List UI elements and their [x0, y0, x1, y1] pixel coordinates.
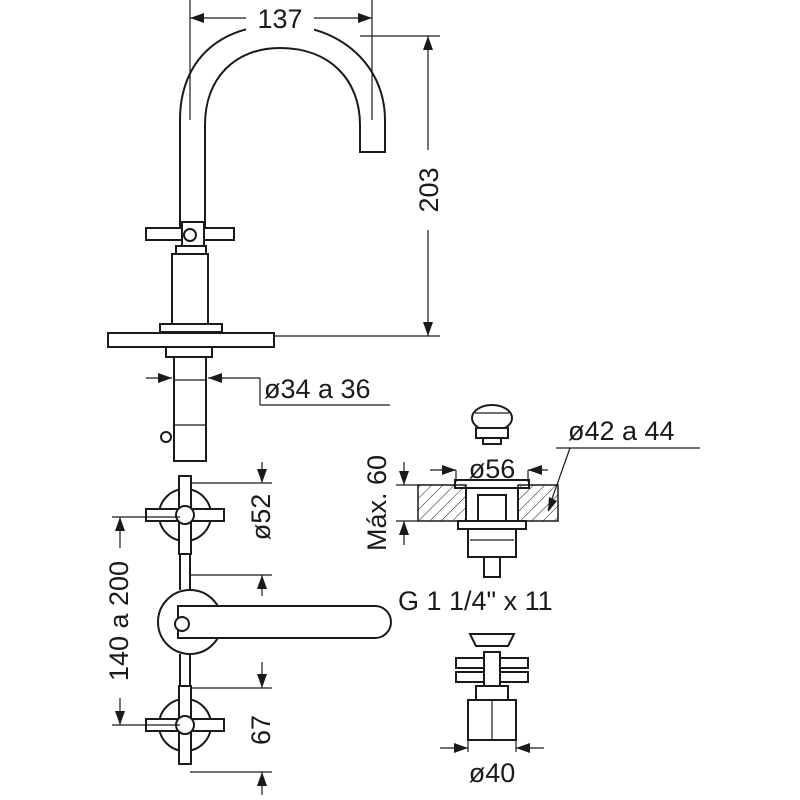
faucet-side-view: 137 203 ø34 a 36	[107, 0, 444, 462]
dim-drain-flange-diameter: ø42 a 44	[568, 416, 675, 446]
top-valve-handle-icon	[175, 505, 195, 525]
dim-spout-reach: 137	[257, 4, 302, 34]
tail-nut	[475, 685, 509, 701]
dim-handle-spacing: 140 a 200	[104, 561, 134, 681]
counter-section-left	[417, 484, 467, 522]
drain-plug	[475, 427, 509, 439]
lever-handle	[177, 605, 392, 639]
drain-tail	[467, 528, 517, 558]
washer-top	[468, 633, 516, 647]
spout	[179, 23, 386, 230]
under-deck-nut	[165, 346, 213, 358]
drain-body	[465, 487, 519, 522]
dim-handle-height: 67	[246, 715, 276, 745]
top-handle-screw	[183, 228, 197, 242]
dim-spout-height: 203	[414, 167, 444, 212]
collar	[159, 323, 223, 333]
dim-drain-thread: G 1 1/4" x 11	[398, 586, 553, 616]
dim-drain-body-diameter: ø56	[469, 454, 516, 484]
dim-max-thickness: Máx. 60	[362, 455, 392, 551]
faucet-column	[171, 253, 209, 325]
faucet-body	[175, 245, 207, 255]
dim-bottom-diameter: ø40	[469, 758, 516, 788]
deck-plate	[107, 332, 275, 348]
dim-handle-diameter: ø52	[246, 494, 276, 541]
shank	[173, 356, 207, 462]
drain-section: ø56 ø42 a 44 Máx. 60 G 1 1/4" x 11 ø40	[362, 404, 700, 788]
drain-nut	[457, 520, 527, 530]
dim-mounting-diameter: ø34 a 36	[264, 374, 371, 404]
valve-front-view: ø52 140 a 200 67	[104, 462, 392, 795]
hose-outlet	[160, 431, 172, 443]
